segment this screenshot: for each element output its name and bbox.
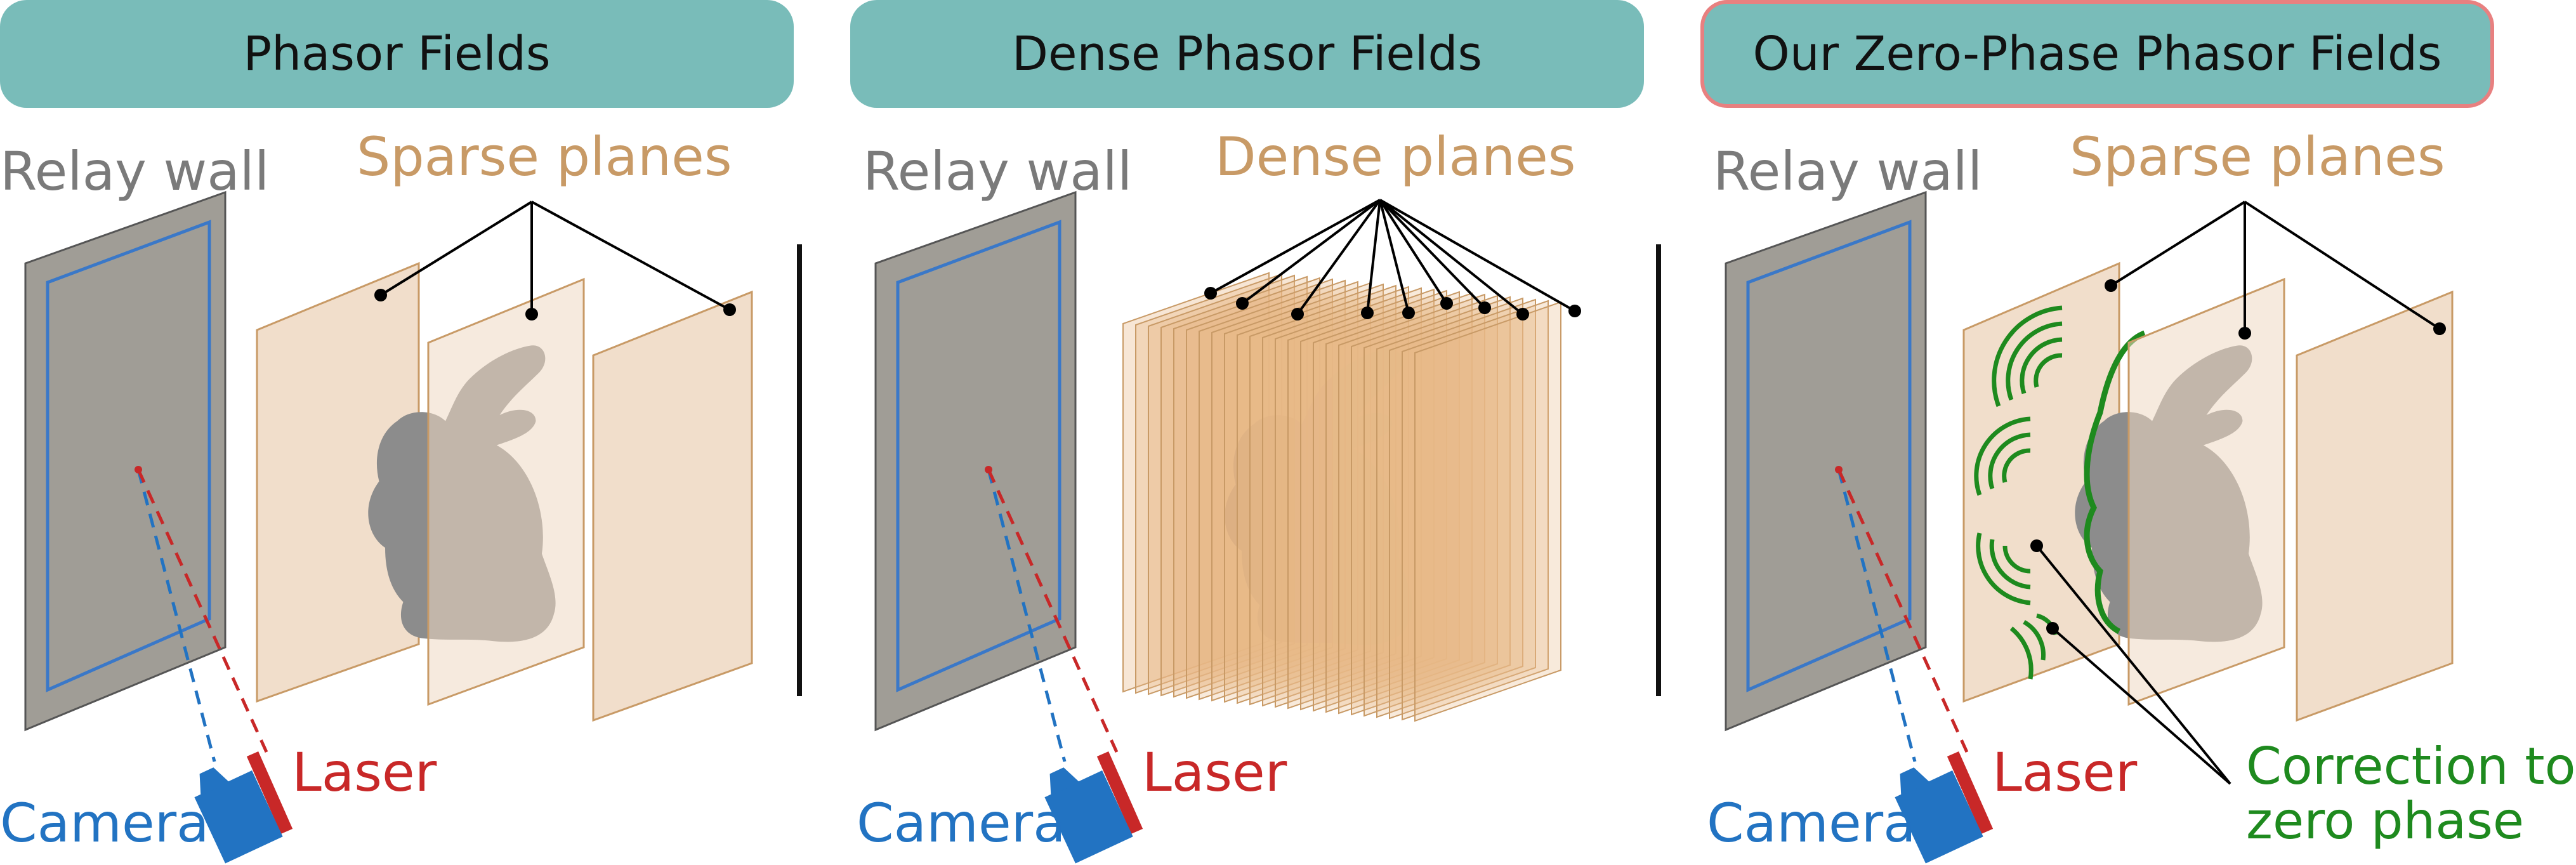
laser-label: Laser <box>1142 741 1287 803</box>
wavefronts <box>1974 305 2063 680</box>
relay-wall <box>25 192 225 730</box>
planes-label: Sparse planes <box>357 126 732 188</box>
sparse-plane-2 <box>2127 277 2285 706</box>
relay-wall-label: Relay wall <box>863 140 1133 202</box>
sparse-plane-1 <box>256 261 420 703</box>
relay-wall <box>1726 192 1926 730</box>
panel-title: Dense Phasor Fields <box>1011 27 1482 81</box>
zero-phase-phasor-fields-diagram <box>1700 0 2454 865</box>
panel-zero-phase-phasor-fields: Our Zero-Phase Phasor Fields <box>1700 0 2576 865</box>
laser-label: Laser <box>1992 741 2138 803</box>
relay-wall-label: Relay wall <box>1713 140 1983 202</box>
panel-title: Our Zero-Phase Phasor Fields <box>1752 27 2442 81</box>
correction-pointers <box>2035 545 2231 785</box>
plane-pointers <box>1210 199 1575 315</box>
sparse-plane-2 <box>427 277 585 706</box>
relay-wall <box>876 192 1075 730</box>
divider-2 <box>1656 244 1661 696</box>
title-box: Phasor Fields <box>0 0 794 108</box>
panel-phasor-fields: Phasor Fields Relay wall Sparse planes L… <box>0 0 857 865</box>
relay-wall-label: Relay wall <box>0 140 270 202</box>
camera-label: Camera <box>1707 792 1916 854</box>
phasor-fields-diagram <box>0 0 753 865</box>
zero-phase-contour <box>2084 330 2146 635</box>
panel-dense-phasor-fields: Dense Phasor Fields <box>850 0 1707 865</box>
divider-1 <box>797 244 802 696</box>
laser-label: Laser <box>292 741 437 803</box>
dense-phasor-fields-diagram <box>850 0 1581 865</box>
planes-label: Sparse planes <box>2070 126 2445 188</box>
panel-title: Phasor Fields <box>243 27 551 81</box>
camera-label: Camera <box>857 792 1066 854</box>
correction-label-line-1: Correction to <box>2246 737 2576 796</box>
correction-label: Correction to zero phase <box>2246 739 2576 849</box>
dense-planes <box>1122 272 1561 722</box>
plane-pointers <box>2110 201 2441 333</box>
correction-label-line-2: zero phase <box>2246 791 2525 851</box>
plane-pointers <box>379 201 730 314</box>
sparse-plane-3 <box>2296 290 2454 722</box>
title-box: Dense Phasor Fields <box>850 0 1644 108</box>
sparse-plane-3 <box>592 290 753 722</box>
camera-label: Camera <box>0 792 209 854</box>
title-box-highlighted: Our Zero-Phase Phasor Fields <box>1700 0 2494 108</box>
planes-label: Dense planes <box>1215 126 1576 188</box>
